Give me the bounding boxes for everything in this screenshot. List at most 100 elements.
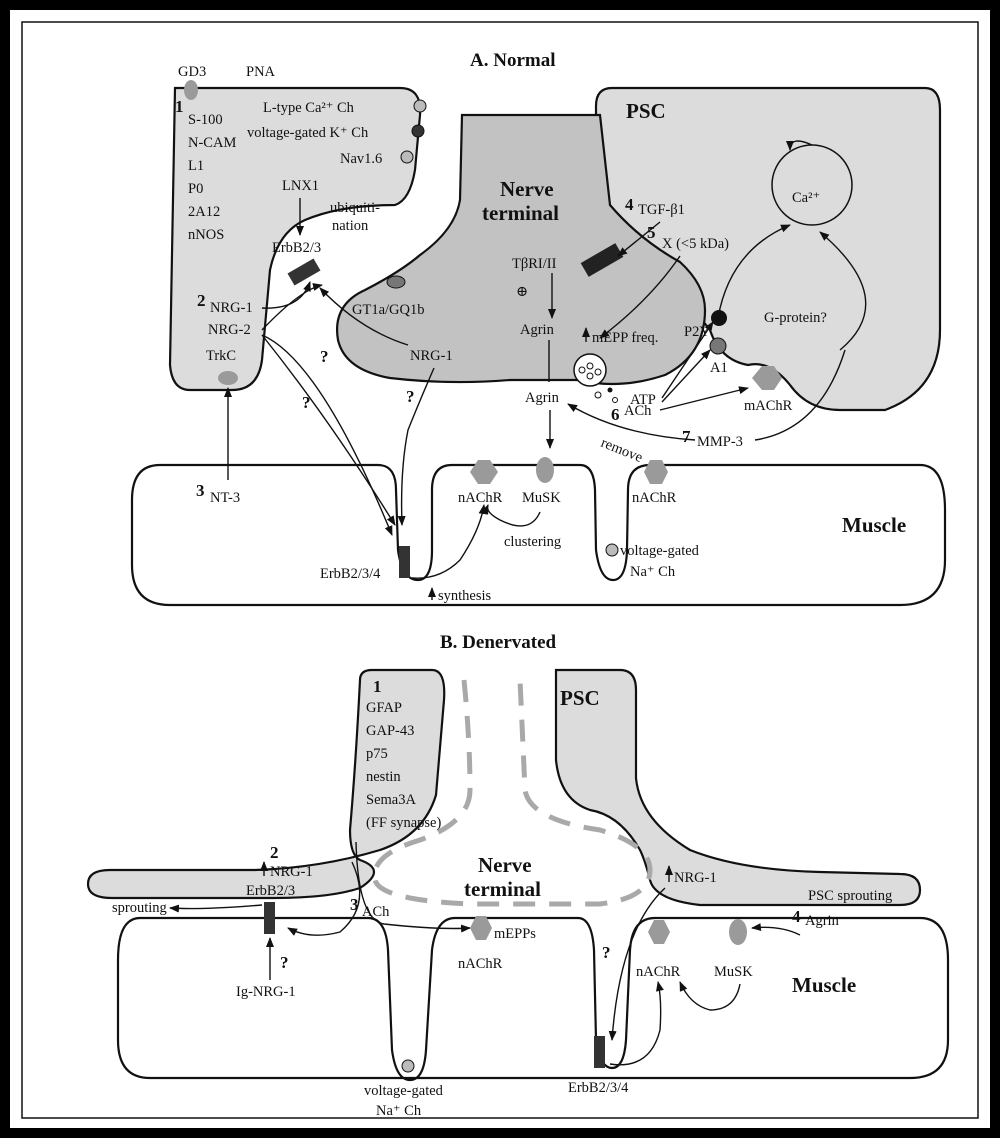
nrg2-label: NRG-2 bbox=[208, 322, 251, 338]
b-erbb234-receptor bbox=[594, 1036, 605, 1068]
a-num-4: 4 bbox=[625, 195, 634, 214]
marker-ncam: N-CAM bbox=[188, 135, 236, 151]
ach-label: ACh bbox=[624, 403, 652, 419]
b-num-3: 3 bbox=[350, 895, 359, 914]
b-ig-nrg1-label: Ig-NRG-1 bbox=[236, 984, 296, 1000]
erbb234-receptor-a bbox=[399, 546, 410, 578]
nerve-label-a-1: Nerve bbox=[500, 177, 554, 201]
b-erbb234-label: ErbB2/3/4 bbox=[568, 1080, 629, 1096]
channel-ltype: L-type Ca²⁺ Ch bbox=[263, 100, 355, 116]
marker-2a12: 2A12 bbox=[188, 204, 220, 220]
vesicle bbox=[608, 388, 613, 393]
panel-b-title: B. Denervated bbox=[440, 632, 557, 653]
nrg1-label: NRG-1 bbox=[210, 300, 253, 316]
marker-l1: L1 bbox=[188, 158, 204, 174]
gprotein-label: G-protein? bbox=[764, 310, 827, 326]
nav-gated-a-2: Na⁺ Ch bbox=[630, 564, 676, 580]
b-nrg1-right-label: NRG-1 bbox=[674, 870, 717, 886]
gt1a-label: GT1a/GQ1b bbox=[352, 302, 425, 318]
b-agrin-label: Agrin bbox=[805, 913, 840, 929]
nachr-a-right-label: nAChR bbox=[632, 490, 677, 506]
marker-nnos: nNOS bbox=[188, 227, 224, 243]
b-marker-sema3a: Sema3A bbox=[366, 792, 416, 808]
b-num-1: 1 bbox=[373, 677, 382, 696]
b-q1: ? bbox=[280, 953, 289, 972]
a-num-2: 2 bbox=[197, 291, 206, 310]
b-sprouting-arrow bbox=[170, 905, 262, 909]
b-erbb23-receptor bbox=[264, 902, 275, 934]
b-marker-nestin: nestin bbox=[366, 769, 401, 785]
a-q1: ? bbox=[406, 387, 415, 406]
musk-a bbox=[536, 457, 554, 483]
b-sprouting-label: sprouting bbox=[112, 900, 167, 916]
psc-label-a: PSC bbox=[626, 99, 666, 123]
clustering-label: clustering bbox=[504, 534, 561, 550]
marker-pna: PNA bbox=[246, 64, 276, 80]
trkc-label: TrkC bbox=[206, 348, 236, 364]
nerve-label-b-1: Nerve bbox=[478, 853, 532, 877]
x-factor-label: X (<5 kDa) bbox=[662, 236, 729, 252]
musk-a-label: MuSK bbox=[522, 490, 561, 506]
p2y-receptor bbox=[711, 310, 727, 326]
ca-label: Ca²⁺ bbox=[792, 190, 820, 206]
nav-channel-a-icon bbox=[606, 544, 618, 556]
erbb23-label: ErbB2/3 bbox=[272, 240, 321, 256]
nav-gated-a-1: voltage-gated bbox=[620, 543, 700, 559]
a-num-7: 7 bbox=[682, 427, 691, 446]
a1-label: A1 bbox=[710, 360, 728, 376]
plus-symbol: ⊕ bbox=[516, 284, 528, 300]
lnx1: LNX1 bbox=[282, 178, 319, 194]
gd3-receptor bbox=[184, 80, 198, 100]
b-musk-label: MuSK bbox=[714, 964, 753, 980]
b-mepps-label: mEPPs bbox=[494, 926, 536, 942]
a-q2: ? bbox=[320, 347, 329, 366]
ubiquitination-2: nation bbox=[332, 218, 369, 234]
erbb234-a-label: ErbB2/3/4 bbox=[320, 566, 381, 582]
erbb23-receptor bbox=[288, 258, 321, 285]
a-num-3: 3 bbox=[196, 481, 205, 500]
ubiquitination-1: ubiquiti- bbox=[330, 200, 380, 216]
a-q3: ? bbox=[302, 393, 311, 412]
mmp3-label: MMP-3 bbox=[697, 434, 743, 450]
b-num-2: 2 bbox=[270, 843, 279, 862]
vesicle bbox=[613, 398, 618, 403]
b-marker-gfap: GFAP bbox=[366, 700, 402, 716]
agrin-terminal: Agrin bbox=[520, 322, 555, 338]
marker-p0: P0 bbox=[188, 181, 203, 197]
nerve-label-b-2: terminal bbox=[464, 877, 541, 901]
a-num-1: 1 bbox=[175, 97, 184, 116]
machr-label: mAChR bbox=[744, 398, 793, 414]
b-nachr-right-label: nAChR bbox=[636, 964, 681, 980]
muscle-label-b: Muscle bbox=[792, 973, 856, 997]
panel-a-title: A. Normal bbox=[470, 50, 555, 71]
agrin-cleft: Agrin bbox=[525, 390, 560, 406]
tbri-label: TβRI/II bbox=[512, 256, 557, 272]
tgfb-label: TGF-β1 bbox=[638, 202, 685, 218]
nachr-a-left-label: nAChR bbox=[458, 490, 503, 506]
b-musk bbox=[729, 919, 747, 945]
synthesis-label: synthesis bbox=[438, 588, 492, 604]
nerve-label-a-2: terminal bbox=[482, 201, 559, 225]
b-marker-p75: p75 bbox=[366, 746, 388, 762]
b-q2: ? bbox=[602, 943, 611, 962]
psc-label-b: PSC bbox=[560, 686, 600, 710]
nt3-label: NT-3 bbox=[210, 490, 240, 506]
vesicle bbox=[595, 392, 601, 398]
ach-to-machr-arrow bbox=[660, 388, 748, 410]
b-marker-gap43: GAP-43 bbox=[366, 723, 414, 739]
mepp-freq-label: mEPP freq. bbox=[592, 330, 658, 346]
b-num-4: 4 bbox=[792, 907, 801, 926]
b-nrg1-label: NRG-1 bbox=[270, 864, 313, 880]
b-nav-channel-icon bbox=[402, 1060, 414, 1072]
nrg1-terminal-label: NRG-1 bbox=[410, 348, 453, 364]
remove-label: remove bbox=[599, 435, 645, 466]
b-nav-gated-1: voltage-gated bbox=[364, 1083, 444, 1099]
b-erbb23-label: ErbB2/3 bbox=[246, 883, 295, 899]
nav16-channel-icon bbox=[401, 151, 413, 163]
channel-k: voltage-gated K⁺ Ch bbox=[247, 125, 369, 141]
b-nav-gated-2: Na⁺ Ch bbox=[376, 1103, 422, 1119]
b-psc-sprouting-label: PSC sprouting bbox=[808, 888, 892, 904]
channel-nav16: Nav1.6 bbox=[340, 151, 382, 167]
